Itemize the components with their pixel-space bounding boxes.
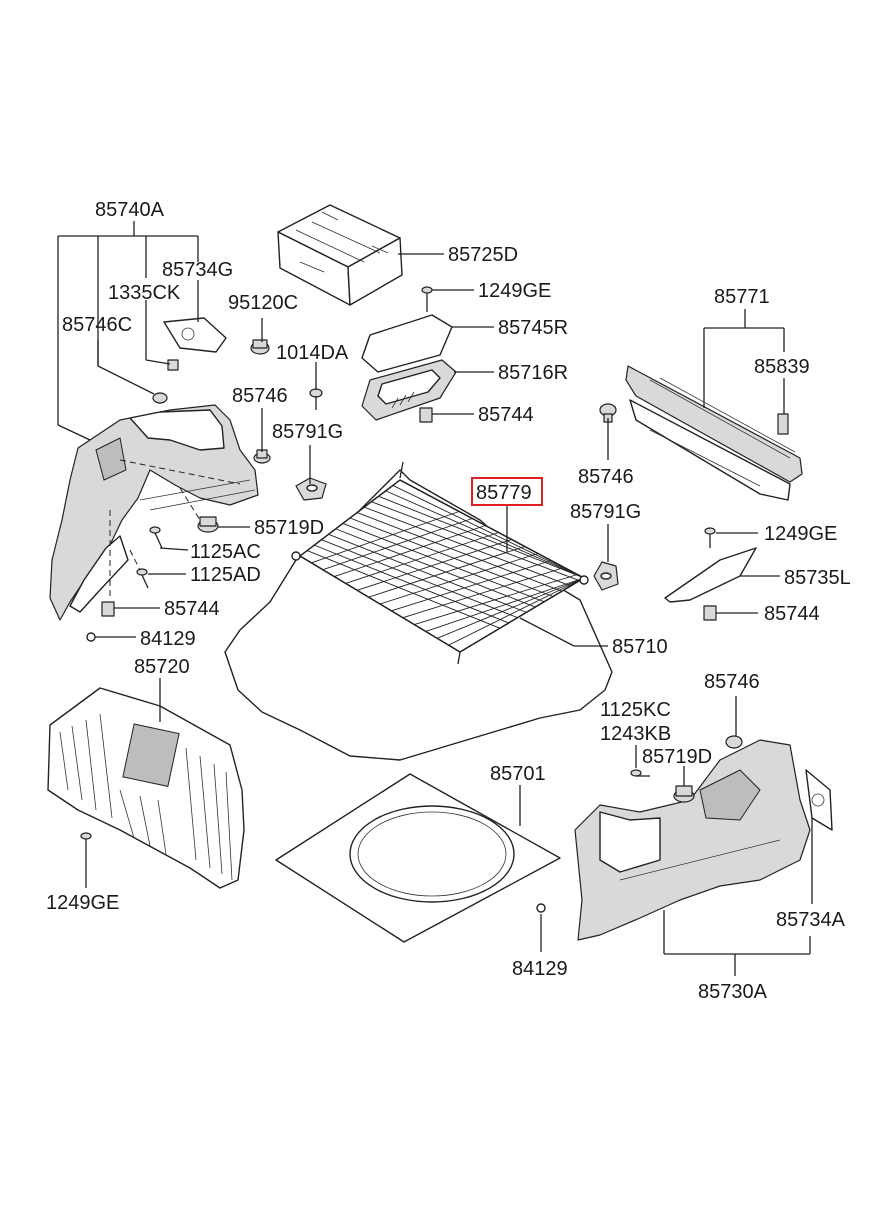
- net-strand: [345, 532, 499, 584]
- part-85720-rear-panel: [47, 687, 245, 889]
- label-85746C: 85746C: [62, 314, 132, 336]
- label-85744-left: 85744: [164, 598, 220, 620]
- label-1125KC: 1125KC: [600, 699, 671, 721]
- label-85740A: 85740A: [95, 199, 165, 221]
- net-strand: [391, 560, 552, 612]
- clip-85744-mid: [419, 407, 433, 423]
- net-strand: [368, 546, 525, 598]
- part-85734G-bracket: [163, 317, 227, 353]
- net-strand: [425, 577, 585, 632]
- label-84129-bottom: 84129: [512, 958, 568, 980]
- part-85734A-plate: [805, 769, 833, 831]
- label-1243KB: 1243KB: [600, 723, 671, 745]
- net-strand: [334, 525, 486, 577]
- bolt-1125KC-1243KB: [630, 769, 650, 777]
- label-85735L: 85735L: [784, 567, 851, 589]
- label-85771: 85771: [714, 286, 770, 308]
- label-1249GE-top: 1249GE: [478, 280, 551, 302]
- label-85719D-left: 85719D: [254, 517, 324, 539]
- net-strand: [414, 574, 578, 626]
- fastener-85719D-left: [197, 516, 219, 533]
- pin-85746-right: [725, 735, 743, 749]
- bolt-1125AC: [149, 526, 163, 549]
- screw-1249GE-top: [421, 286, 433, 312]
- label-85710: 85710: [612, 636, 668, 658]
- label-85791G-left: 85791G: [272, 421, 343, 443]
- screw-1249GE-left: [80, 832, 92, 856]
- label-95120C: 95120C: [228, 292, 298, 314]
- net-strand: [392, 485, 585, 579]
- part-85779-luggage-net: [291, 461, 589, 665]
- net-strand: [306, 550, 501, 629]
- part-85701-floor-board: [275, 773, 561, 943]
- label-85734A: 85734A: [776, 909, 846, 931]
- screw-1014DA: [309, 388, 323, 410]
- plug-84129-bottom: [536, 903, 546, 913]
- part-85735L-pad: [664, 547, 757, 603]
- label-1014DA: 1014DA: [276, 342, 349, 364]
- label-85839: 85839: [754, 356, 810, 378]
- part-85716R-bracket: [361, 359, 457, 421]
- net-strand: [321, 539, 518, 619]
- label-85744-mid: 85744: [478, 404, 534, 426]
- clip-85839: [777, 413, 789, 435]
- bolt-1125AD: [136, 568, 149, 589]
- label-1249GE-left: 1249GE: [46, 892, 119, 914]
- net-strand: [349, 517, 554, 597]
- leader-lines: [57, 221, 813, 976]
- plug-84129-left: [86, 632, 96, 642]
- label-85746-right: 85746: [704, 671, 760, 693]
- part-85730A-right-trim: [574, 739, 811, 941]
- part-95120C-grommet: [250, 339, 270, 355]
- label-85734G: 85734G: [162, 259, 233, 281]
- part-85771-sill-trim: [625, 365, 803, 501]
- net-strand: [402, 567, 565, 619]
- hook-85791G-left: [295, 477, 327, 501]
- part-85740A-left-trim: [49, 404, 259, 621]
- screw-1249GE-right: [704, 527, 716, 548]
- label-85746-mid: 85746: [578, 466, 634, 488]
- net-strand: [357, 539, 512, 591]
- highlight-box-85779: [471, 477, 543, 506]
- label-85720: 85720: [134, 656, 190, 678]
- label-85701: 85701: [490, 763, 546, 785]
- hook-85791G-mid: [593, 561, 619, 591]
- clip-85744-left: [101, 601, 115, 617]
- label-84129-left: 84129: [140, 628, 196, 650]
- label-1125AD: 1125AD: [190, 564, 261, 586]
- net-strand: [322, 518, 473, 571]
- label-85744-right: 85744: [764, 603, 820, 625]
- label-85730A: 85730A: [698, 981, 768, 1003]
- net-strand: [356, 512, 563, 592]
- net-strand: [335, 528, 536, 608]
- screw-1335CK: [167, 359, 179, 371]
- net-strand: [385, 490, 585, 579]
- label-85745R: 85745R: [498, 317, 568, 339]
- clip-85746C: [152, 392, 168, 404]
- label-85791G-mid: 85791G: [570, 501, 641, 523]
- label-85725D: 85725D: [448, 244, 518, 266]
- label-85746-left: 85746: [232, 385, 288, 407]
- fastener-85719D-right: [673, 785, 695, 803]
- net-strand: [328, 533, 527, 613]
- net-strand: [448, 577, 585, 646]
- part-85725D-box: [277, 204, 403, 306]
- net-strand: [314, 544, 509, 624]
- label-1125AC: 1125AC: [190, 541, 261, 563]
- clip-85744-right: [703, 605, 717, 621]
- net-strand: [436, 577, 585, 639]
- label-1335CK: 1335CK: [108, 282, 181, 304]
- label-85779: 85779: [476, 482, 532, 504]
- label-85716R: 85716R: [498, 362, 568, 384]
- net-strand: [379, 553, 539, 605]
- part-labels: 85740A 85734G 1335CK 85746C 95120C 1014D…: [46, 199, 851, 1003]
- label-85719D-right: 85719D: [642, 746, 712, 768]
- net-strand: [378, 495, 585, 579]
- net-strand: [371, 501, 580, 582]
- part-85745R-pad: [361, 314, 453, 373]
- label-1249GE-right: 1249GE: [764, 523, 837, 545]
- net-strand: [342, 523, 545, 603]
- net-strand: [364, 506, 571, 587]
